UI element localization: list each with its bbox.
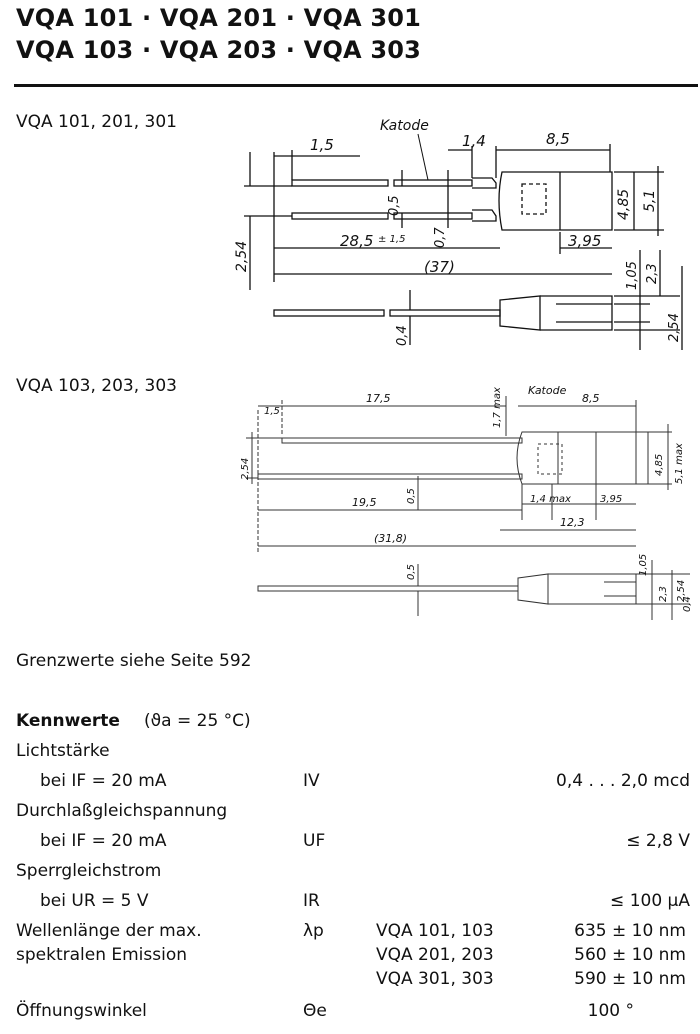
dim2-2-54: 2,54	[240, 458, 251, 480]
kennwerte-title: Kennwerte	[16, 711, 120, 731]
wellen-types-1: VQA 101, 103	[376, 921, 494, 941]
title-line-1: VQA 101 · VQA 201 · VQA 301	[16, 4, 422, 32]
dim-0-7: 0,7	[433, 227, 448, 248]
dim-2-54: 2,54	[234, 241, 250, 272]
wellen-types-2: VQA 201, 203	[376, 945, 494, 965]
dim2-2-3: 2,3	[658, 586, 669, 602]
dim2-0-4: 0,4	[682, 596, 693, 612]
dim2-31-8: (31,8)	[374, 532, 407, 545]
dim-0-5: 0,5	[387, 195, 402, 216]
dim2-1-05: 1,05	[638, 554, 649, 576]
dim-37: (37)	[424, 258, 455, 276]
dim-0-4: 0,4	[395, 325, 410, 346]
dim-28-5: 28,5	[340, 232, 373, 250]
led-side-view	[244, 144, 683, 350]
lichtstaerke-cond: bei IF = 20 mA	[40, 771, 167, 791]
lichtstaerke-value: 0,4 . . . 2,0 mcd	[556, 771, 690, 791]
dim2-8-5: 8,5	[582, 392, 600, 405]
drawing2-title: VQA 103, 203, 303	[16, 376, 178, 396]
wellen-value-3: 590 ± 10 nm	[574, 969, 686, 989]
dim-2-3: 2,3	[645, 263, 660, 284]
wellen-sym: λp	[303, 921, 324, 941]
dim2-5-1-max: 5,1 max	[674, 443, 685, 484]
dim2-3-95: 3,95	[600, 494, 622, 505]
sperr-cond: bei UR = 5 V	[40, 891, 149, 911]
dim-2-54-side: 2,54	[667, 313, 682, 342]
dim2-12-3: 12,3	[560, 516, 585, 529]
dim-3-95: 3,95	[568, 232, 601, 250]
wellen-types-3: VQA 301, 303	[376, 969, 494, 989]
durchlass-name: Durchlaßgleichspannung	[16, 801, 228, 821]
dim2-0-5-side: 0,5	[406, 564, 417, 580]
sperr-name: Sperrgleichstrom	[16, 861, 162, 881]
dim2-4-85: 4,85	[654, 454, 665, 476]
durchlass-cond: bei IF = 20 mA	[40, 831, 167, 851]
dim-28-5-tol: ± 1,5	[378, 234, 405, 245]
kennwerte-cond: (ϑa = 25 °C)	[144, 711, 251, 731]
dim-5-1: 5,1	[642, 190, 658, 212]
sperr-value: ≤ 100 µA	[610, 891, 690, 911]
durchlass-value: ≤ 2,8 V	[626, 831, 690, 851]
dim2-1-4-max: 1,4 max	[530, 494, 571, 505]
wellen-name-2: spektralen Emission	[16, 945, 188, 965]
durchlass-sym: UF	[303, 831, 326, 851]
katode-label: Katode	[380, 118, 429, 134]
dim2-1-5: 1,5	[264, 406, 280, 417]
dim-1-05: 1,05	[625, 261, 640, 290]
dim2-0-5: 0,5	[406, 488, 417, 504]
sperr-sym: IR	[303, 891, 320, 911]
dim-1-4: 1,4	[462, 132, 486, 150]
oeffnung-name: Öffnungswinkel	[16, 1001, 147, 1021]
dim2-19-5: 19,5	[352, 496, 377, 509]
wellen-value-1: 635 ± 10 nm	[574, 921, 686, 941]
katode2-label: Katode	[528, 384, 567, 397]
led-tilted-view	[246, 396, 690, 620]
title-line-2: VQA 103 · VQA 203 · VQA 303	[16, 36, 422, 64]
dim-8-5: 8,5	[546, 130, 570, 148]
dim-1-5: 1,5	[310, 136, 334, 154]
header-rule	[14, 84, 698, 87]
oeffnung-value: 100 °	[587, 1001, 634, 1021]
drawing1-title: VQA 101, 201, 301	[16, 112, 178, 132]
wellen-name-1: Wellenlänge der max.	[16, 921, 202, 941]
dim-4-85: 4,85	[616, 189, 632, 220]
grenzwerte-note: Grenzwerte siehe Seite 592	[16, 651, 252, 671]
drawing2-svg: 1,5 17,5 1,7 max Katode 8,5 2,54 4,85 5,…	[240, 384, 693, 620]
dim2-17-5: 17,5	[366, 392, 391, 405]
dim2-2-54-side: 2,54	[676, 580, 687, 602]
oeffnung-sym: Θe	[303, 1001, 327, 1021]
drawing1-svg: Katode 1,5 1,4 8,5 4,85 5,1 0,5 0,7 28,5…	[234, 118, 683, 350]
wellen-value-2: 560 ± 10 nm	[574, 945, 686, 965]
lichtstaerke-sym: IV	[303, 771, 320, 791]
dim2-1-7-max: 1,7 max	[492, 387, 503, 428]
lichtstaerke-name: Lichtstärke	[16, 741, 110, 761]
